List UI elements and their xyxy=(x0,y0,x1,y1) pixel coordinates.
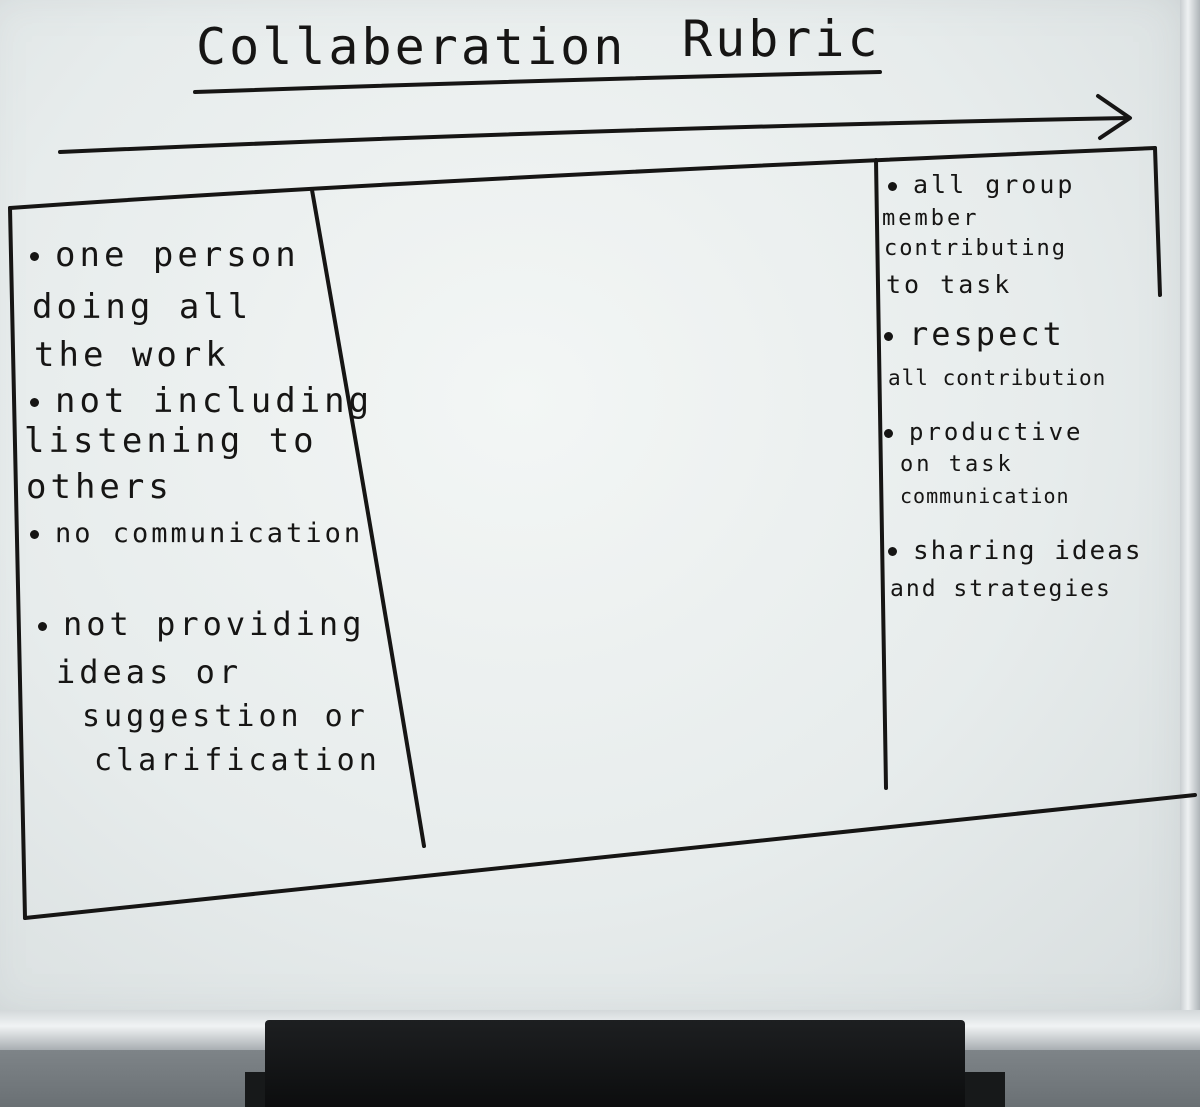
progress-arrow-head xyxy=(1096,94,1132,140)
left-column-divider xyxy=(310,188,426,848)
rubric-top-border xyxy=(8,146,1157,210)
left-note-line-11: clarification xyxy=(94,743,381,778)
left-note-line-8: not providing xyxy=(38,608,365,640)
left-note-line-4: not including xyxy=(30,384,373,418)
right-note-line-6: all contribution xyxy=(888,366,1107,390)
left-note-line-7: no communication xyxy=(30,520,363,547)
left-note-line-10: suggestion or xyxy=(82,699,369,734)
left-note-line-1: one person xyxy=(30,238,300,272)
title-underline xyxy=(193,70,882,94)
right-note-line-8: on task xyxy=(900,452,1014,477)
right-note-line-5: respect xyxy=(884,318,1065,350)
right-note-line-11: and strategies xyxy=(890,576,1112,602)
left-note-line-2: doing all xyxy=(32,287,253,327)
right-note-line-7: productive xyxy=(884,420,1084,444)
whiteboard-stand xyxy=(265,1020,965,1107)
right-note-line-2: member xyxy=(882,206,980,231)
whiteboard-frame-right xyxy=(1180,0,1200,1050)
title-word-rubric: Rubric xyxy=(682,10,881,68)
left-note-line-5: listening to xyxy=(24,421,318,461)
rubric-left-border xyxy=(8,206,27,920)
left-note-line-3: the work xyxy=(34,335,230,375)
right-column-divider xyxy=(874,158,888,790)
right-note-line-4: to task xyxy=(886,270,1013,299)
rubric-bottom-border xyxy=(23,793,1197,920)
left-note-line-6: others xyxy=(26,467,173,507)
progress-arrow-line xyxy=(58,116,1130,154)
right-note-line-10: sharing ideas xyxy=(888,538,1143,564)
left-note-line-9: ideas or xyxy=(56,653,243,691)
right-note-line-1: all group xyxy=(888,172,1075,197)
title-word-collaberation: Collaberation xyxy=(196,18,627,76)
rubric-right-border xyxy=(1153,146,1162,297)
right-note-line-3: contributing xyxy=(884,236,1067,261)
right-note-line-9: communication xyxy=(900,484,1070,508)
